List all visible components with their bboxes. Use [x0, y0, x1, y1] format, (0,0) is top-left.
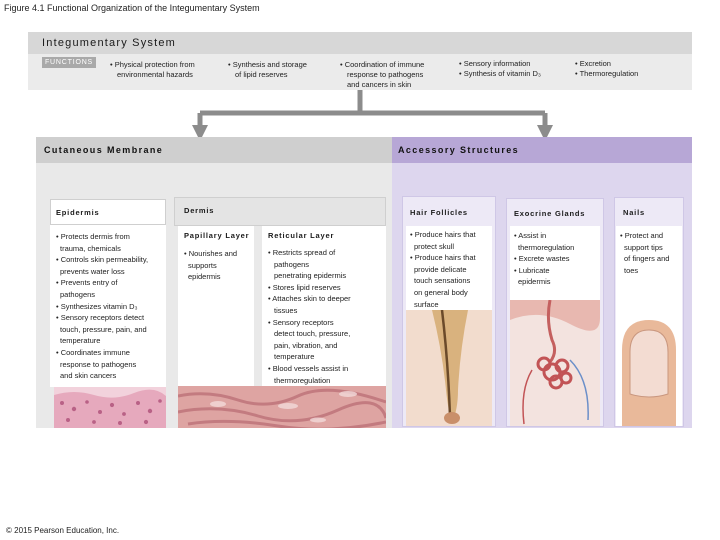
exocrine-glands-title: Exocrine Glands [514, 209, 586, 218]
papillary-title: Papillary Layer [184, 231, 250, 240]
function-line: response to pathogens [347, 70, 424, 79]
function-line: • Excretion [575, 59, 611, 68]
list-item: epidermis [188, 272, 221, 282]
list-item: • Protects dermis from [56, 232, 130, 241]
list-item: pathogens [60, 289, 96, 299]
list-item: surface [414, 299, 439, 309]
list-item: • Protect and [620, 231, 664, 240]
list-item: touch sensations [414, 276, 471, 286]
list-item: thermoregulation [518, 242, 575, 252]
function-line: and cancers in skin [347, 80, 412, 89]
system-header [28, 32, 692, 54]
function-line: • Synthesis and storage [228, 60, 307, 69]
papillary-list: • Nourishes and supports epidermis [184, 248, 254, 283]
list-item: and skin cancers [60, 371, 117, 381]
list-item: • Restricts spread of [268, 248, 336, 257]
nails-list: • Protect and support tips of fingers an… [620, 230, 684, 276]
reticular-title: Reticular Layer [268, 231, 335, 240]
dermis-title: Dermis [184, 206, 215, 215]
list-item: prevents water loss [60, 266, 125, 276]
list-item: touch, pressure, pain, and [60, 324, 147, 334]
list-item: • Coordinates immune [56, 347, 130, 357]
accessory-structures-header: Accessory Structures [392, 137, 692, 163]
function-line: • Coordination of immune [340, 60, 425, 69]
list-item: support tips [624, 242, 663, 252]
list-item: • Controls skin permeability, [56, 255, 149, 265]
list-item: • Produce hairs that [410, 253, 476, 263]
list-item: pain, vibration, and [274, 340, 338, 350]
list-item: • Assist in [514, 231, 547, 240]
epidermis-text-box [50, 225, 166, 387]
list-item: • Sensory receptors [268, 317, 334, 327]
nail-illustration [616, 310, 682, 426]
cutaneous-membrane-header: Cutaneous Membrane [36, 137, 392, 163]
exocrine-glands-list: • Assist in thermoregulation • Excrete w… [514, 230, 602, 288]
list-item: detect touch, pressure, [274, 329, 351, 339]
functions-label: FUNCTIONS [42, 57, 96, 68]
epidermis-micrograph [54, 387, 166, 428]
papillary-box [178, 226, 254, 386]
function-line: • Synthesis of vitamin D₃ [459, 69, 541, 78]
list-item: • Sensory receptors detect [56, 313, 145, 323]
list-item: penetrating epidermis [274, 271, 347, 281]
list-item: • Stores lipid reserves [268, 282, 341, 292]
function-line: environmental hazards [117, 70, 193, 79]
reticular-list: • Restricts spread of pathogens penetrat… [268, 247, 386, 386]
function-line: • Sensory information [459, 59, 531, 68]
exocrine-gland-illustration [510, 300, 600, 426]
function-line: • Thermoregulation [575, 69, 639, 78]
list-item: epidermis [518, 277, 551, 287]
figure-title: Figure 4.1 Functional Organization of th… [4, 3, 260, 13]
function-excretion: • Excretion • Thermoregulation [575, 59, 638, 79]
list-item: temperature [60, 336, 101, 346]
nails-title: Nails [623, 208, 645, 217]
epidermis-title: Epidermis [56, 208, 100, 217]
epidermis-list: • Protects dermis from trauma, chemicals… [56, 231, 166, 382]
hair-follicles-list: • Produce hairs that protect skull • Pro… [410, 229, 494, 310]
list-item: on general body [414, 287, 468, 297]
list-item: provide delicate [414, 264, 467, 274]
list-item: • Nourishes and [184, 249, 238, 258]
list-item: thermoregulation [274, 375, 331, 385]
list-item: trauma, chemicals [60, 243, 121, 253]
list-item: supports [188, 260, 217, 270]
list-item: • Prevents entry of [56, 278, 118, 288]
list-item: • Synthesizes vitamin D₃ [56, 301, 138, 311]
hair-follicles-title: Hair Follicles [410, 208, 468, 217]
list-item: • Produce hairs that [410, 230, 476, 239]
list-item: of fingers and [624, 254, 670, 264]
list-item: tissues [274, 305, 298, 315]
list-item: toes [624, 265, 639, 275]
list-item: • Excrete wastes [514, 254, 570, 264]
list-item: temperature [274, 352, 315, 362]
copyright: © 2015 Pearson Education, Inc. [6, 526, 120, 535]
epidermis-title-box [50, 199, 166, 225]
list-item: protect skull [414, 241, 455, 251]
system-title: Integumentary System [42, 37, 177, 49]
function-sensory: • Sensory information • Synthesis of vit… [459, 59, 541, 79]
function-line: • Physical protection from [110, 60, 195, 69]
function-line: of lipid reserves [235, 70, 288, 79]
function-protection: • Physical protection from environmental… [110, 60, 195, 80]
list-item: • Blood vessels assist in [268, 363, 349, 373]
hair-follicle-illustration [406, 310, 492, 426]
list-item: response to pathogens [60, 359, 137, 369]
dermis-title-box [174, 197, 386, 226]
dermis-micrograph [178, 386, 386, 428]
list-item: • Attaches skin to deeper [268, 294, 351, 304]
reticular-box [262, 226, 386, 386]
function-immune: • Coordination of immune response to pat… [340, 60, 424, 90]
list-item: pathogens [274, 259, 310, 269]
list-item: • Lubricate [514, 265, 550, 275]
function-lipid: • Synthesis and storage of lipid reserve… [228, 60, 307, 80]
